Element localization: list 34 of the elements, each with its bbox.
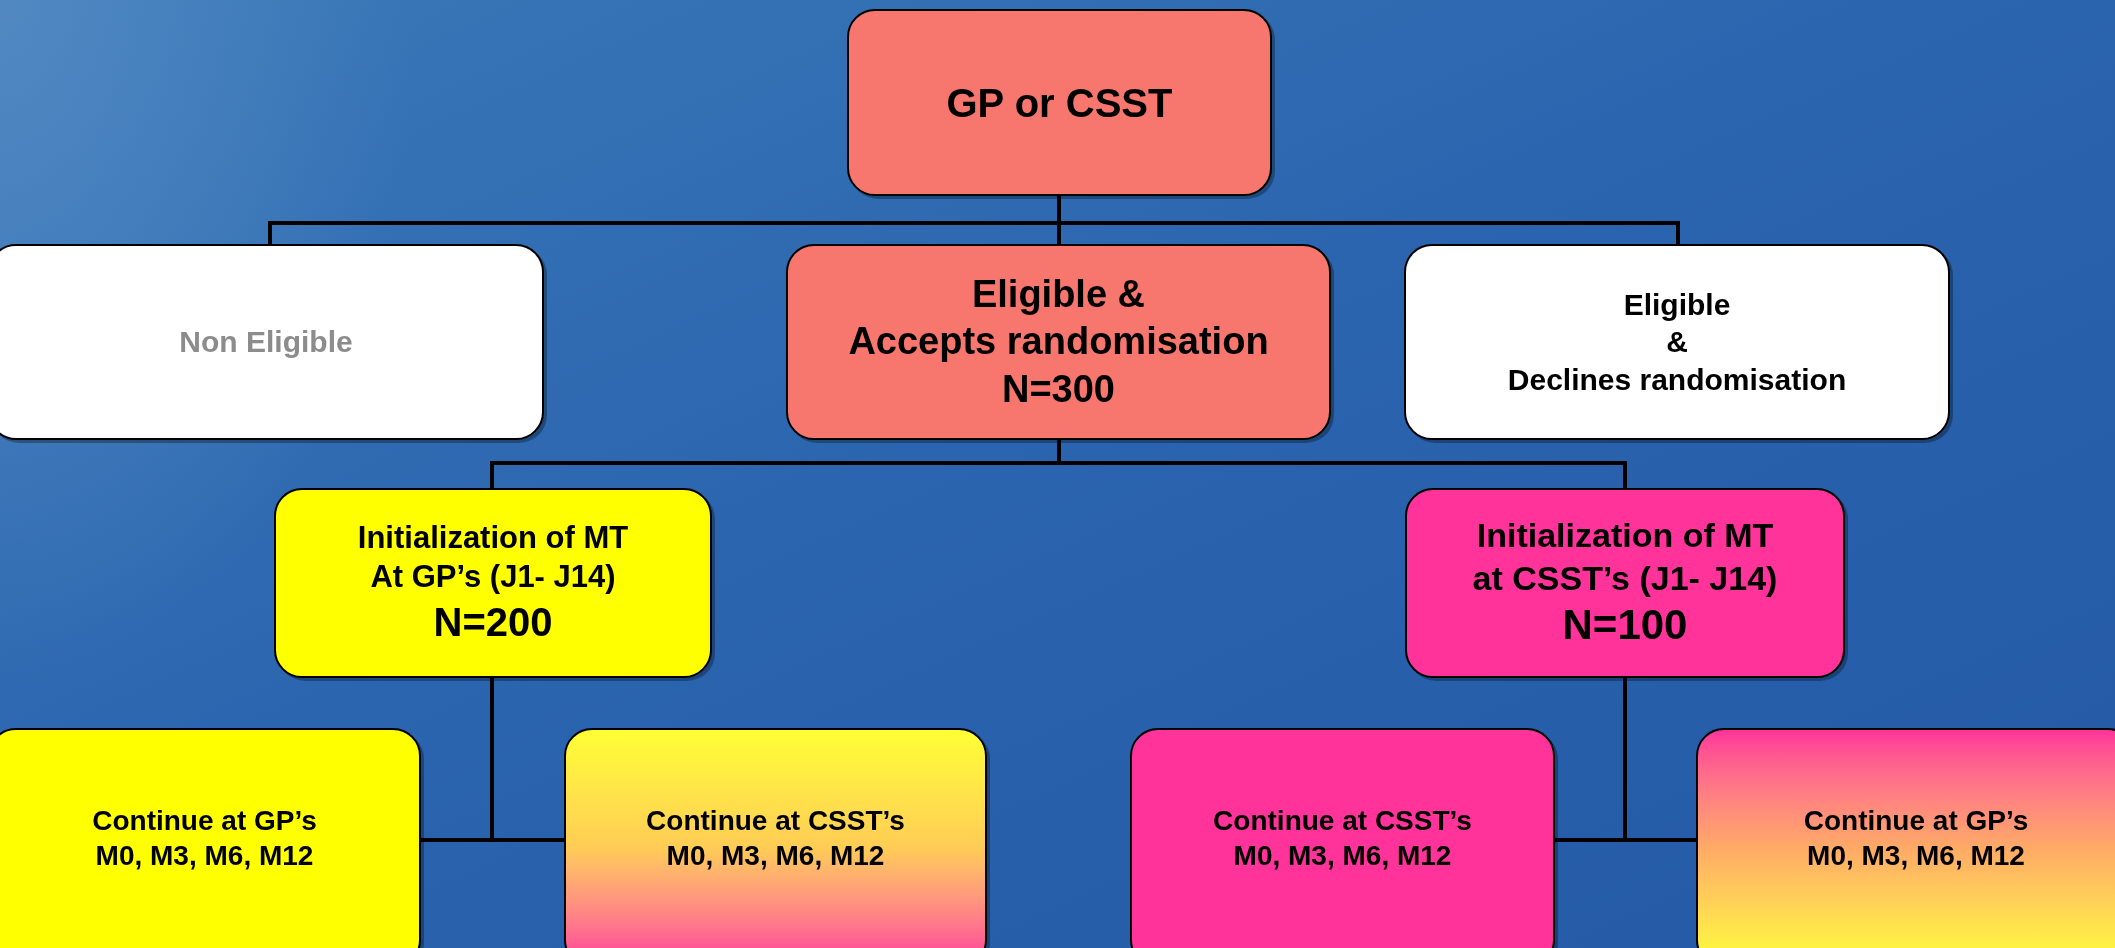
flow-box: [1130, 728, 1555, 948]
box-text: N=300: [1001, 366, 1115, 412]
flow-box: [1405, 488, 1845, 678]
flow-box: [0, 244, 544, 440]
flow-box: [564, 728, 987, 948]
flow-box: [847, 9, 1272, 196]
box-text: &: [1666, 324, 1688, 361]
connector-line: [490, 678, 564, 842]
flow-box: [0, 728, 421, 948]
box-text: Eligible &: [971, 271, 1146, 317]
box-text: M0, M3, M6, M12: [1233, 839, 1452, 873]
box-text: GP or CSST: [946, 79, 1173, 127]
box-text: Initialization of MT: [1476, 515, 1774, 557]
box-text: M0, M3, M6, M12: [95, 839, 314, 873]
box-text: At GP’s (J1- J14): [370, 558, 616, 596]
flow-box: [1696, 728, 2115, 948]
box-text: M0, M3, M6, M12: [666, 839, 885, 873]
box-text: Continue at CSST’s: [1213, 804, 1472, 838]
box-text: Continue at GP’s: [1803, 804, 2029, 838]
box-text: at CSST’s (J1- J14): [1472, 557, 1778, 599]
connector-line: [1623, 678, 1696, 842]
flow-box: [1404, 244, 1950, 440]
flow-box: [274, 488, 712, 678]
box-text: Non Eligible: [179, 324, 353, 361]
box-text: Initialization of MT: [357, 519, 629, 558]
box-text: Eligible: [1623, 286, 1731, 323]
box-text: M0, M3, M6, M12: [1807, 839, 2025, 873]
box-text: N=100: [1562, 600, 1688, 651]
flow-box: [786, 244, 1331, 440]
box-text: Continue at GP’s: [92, 804, 317, 838]
box-text: Accepts randomisation: [848, 319, 1269, 365]
box-text: N=200: [433, 598, 553, 646]
box-text: Continue at CSST’s: [646, 804, 905, 838]
box-text: Declines randomisation: [1507, 361, 1847, 398]
